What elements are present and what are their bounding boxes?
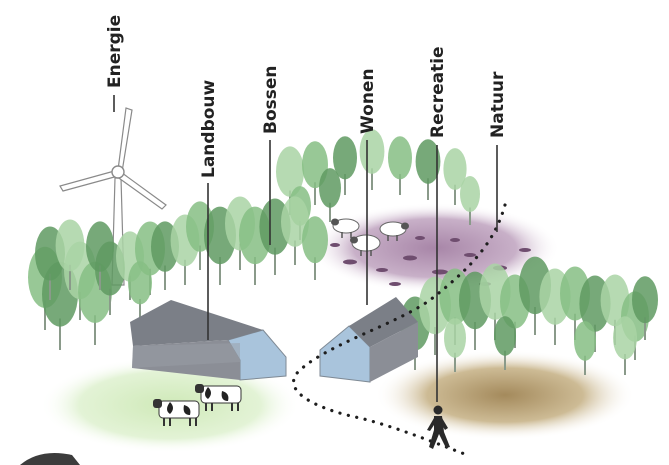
sheep [331, 218, 360, 238]
tree [388, 136, 412, 195]
label-energie: Energie [105, 15, 125, 88]
house [319, 297, 418, 383]
label-wonen: Wonen [358, 68, 378, 134]
tree [444, 318, 466, 372]
cow [153, 399, 200, 426]
sheep [379, 221, 409, 241]
tree [128, 261, 152, 320]
tree [55, 219, 85, 290]
cow [195, 384, 242, 411]
label-natuur: Natuur [488, 71, 508, 138]
tree [281, 196, 309, 265]
sheep-group [331, 218, 409, 256]
forest-right [400, 256, 658, 375]
tree [460, 176, 480, 225]
tree [302, 216, 328, 280]
farm-barn [130, 300, 287, 381]
label-bossen: Bossen [261, 65, 281, 134]
sheep [350, 234, 381, 256]
walking-person [427, 405, 450, 449]
tree [613, 316, 637, 375]
corner-shape [20, 452, 80, 465]
tree [86, 221, 114, 290]
tree [359, 129, 385, 190]
tree [319, 168, 341, 222]
forest-left [28, 196, 328, 350]
dotted-path [292, 203, 507, 458]
tree [494, 316, 516, 370]
tree [415, 139, 441, 200]
tree [443, 148, 467, 205]
label-landbouw: Landbouw [199, 79, 219, 178]
tree [632, 276, 658, 340]
tree [333, 136, 357, 195]
tree [574, 321, 596, 375]
label-recreatie: Recreatie [428, 46, 448, 138]
